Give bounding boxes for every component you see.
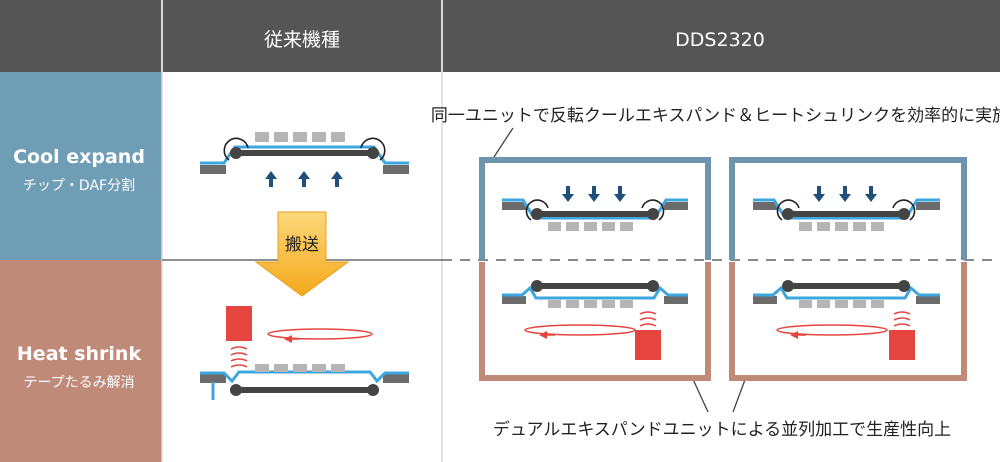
heater-path bbox=[267, 328, 373, 340]
chips bbox=[255, 132, 345, 142]
push-down-arrows bbox=[813, 186, 877, 202]
heat-shrink-label-cell bbox=[0, 260, 162, 462]
transfer-arrow: 搬送 bbox=[254, 211, 350, 297]
callout-same-unit: 同一ユニットで反転クールエキスパンド＆ヒートシュリンクを効率的に実施 bbox=[431, 106, 1000, 126]
tape bbox=[200, 145, 409, 165]
header-bar bbox=[0, 0, 1000, 72]
conventional-cool-expand-schematic bbox=[200, 132, 409, 187]
rotate-arrow-left bbox=[223, 137, 249, 161]
chips bbox=[255, 364, 345, 372]
push-up-arrows bbox=[265, 171, 343, 187]
rotate-arrow-right bbox=[360, 137, 386, 161]
header-dds2320: DDS2320 bbox=[675, 29, 765, 51]
cool-expand-title: Cool expand bbox=[13, 146, 145, 168]
heater-block bbox=[226, 306, 252, 341]
transfer-label: 搬送 bbox=[285, 235, 319, 255]
tape bbox=[200, 370, 409, 384]
cool-expand-label-cell bbox=[0, 72, 162, 260]
frame-right bbox=[383, 165, 409, 174]
expand-unit-1 bbox=[479, 157, 711, 381]
header-conventional: 従来機種 bbox=[264, 29, 340, 51]
push-down-arrows bbox=[562, 186, 626, 202]
conventional-heat-shrink-schematic bbox=[200, 306, 409, 400]
wafer-ring bbox=[235, 150, 374, 156]
heat-shrink-subtitle: テープたるみ解消 bbox=[23, 375, 134, 391]
wafer-ring bbox=[235, 387, 374, 393]
cool-expand-subtitle: チップ・DAF分割 bbox=[23, 177, 135, 194]
heat-waves bbox=[230, 346, 248, 368]
heat-shrink-title: Heat shrink bbox=[17, 343, 142, 365]
frame-left bbox=[200, 165, 226, 174]
callout-dual-unit: デュアルエキスパンドユニットによる並列加工で生産性向上 bbox=[493, 419, 951, 440]
expand-unit-2 bbox=[729, 157, 967, 381]
